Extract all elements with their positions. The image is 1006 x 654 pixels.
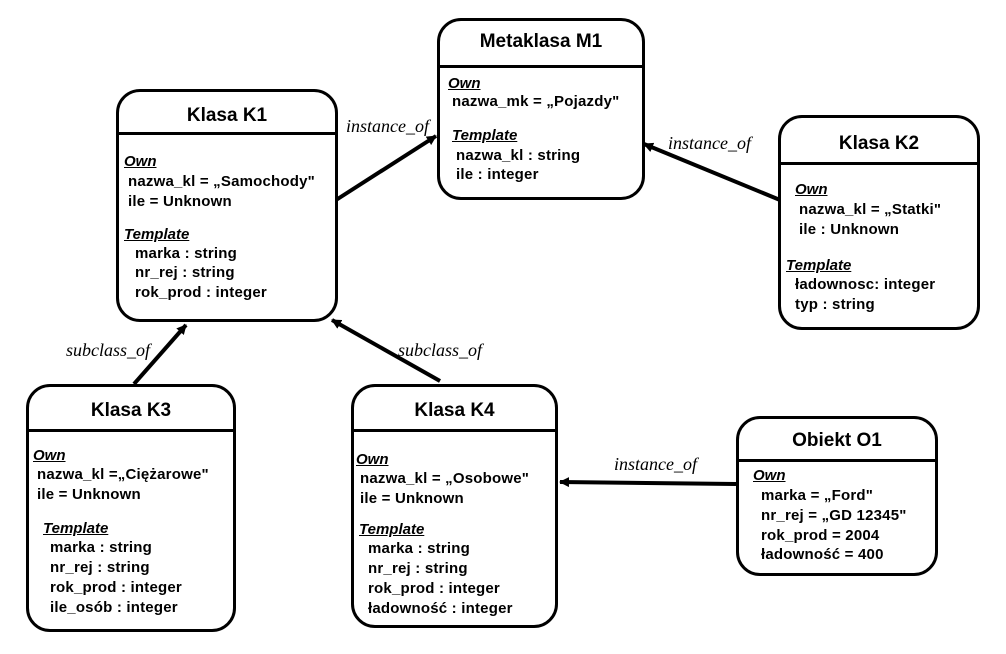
own-attribute: nazwa_kl = „Statki" [799, 201, 942, 218]
node-klasa-k1[interactable]: Klasa K1 Own nazwa_kl = „Samochody" ile … [116, 89, 338, 322]
edge-label-k1-instance-of: instance_of [346, 116, 429, 136]
template-attribute: typ : string [795, 296, 875, 313]
node-title: Klasa K1 [186, 105, 268, 126]
node-title: Obiekt O1 [792, 430, 882, 451]
template-attribute: nr_rej : string [135, 264, 235, 281]
template-attribute: nr_rej : string [368, 560, 468, 577]
own-label: Own [448, 75, 481, 92]
own-attribute: nazwa_kl =„Ciężarowe" [37, 466, 209, 483]
node-divider [739, 459, 935, 462]
node-divider [29, 429, 233, 432]
template-attribute: rok_prod : integer [135, 284, 267, 301]
template-attribute: rok_prod : integer [368, 580, 500, 597]
template-attribute: marka : string [50, 539, 152, 556]
template-label: Template [124, 226, 190, 243]
template-label: Template [359, 521, 425, 538]
edge-label-o1-instance-of: instance_of [614, 454, 697, 474]
own-attribute: nazwa_mk = „Pojazdy" [452, 93, 620, 110]
edge-o1-instance-of-k4 [559, 477, 737, 488]
own-attribute: ile = Unknown [128, 193, 232, 210]
template-attribute: ile_osób : integer [50, 599, 178, 616]
template-attribute: nr_rej : string [50, 559, 150, 576]
own-attribute: nr_rej = „GD 12345" [761, 507, 907, 524]
node-title: Klasa K2 [838, 133, 920, 154]
own-attribute: ile : Unknown [799, 221, 900, 238]
template-attribute: marka : string [368, 540, 470, 557]
node-obiekt-o1[interactable]: Obiekt O1 Own marka = „Ford" nr_rej = „G… [736, 416, 938, 576]
node-klasa-k3[interactable]: Klasa K3 Own nazwa_kl =„Ciężarowe" ile =… [26, 384, 236, 632]
edge-k1-instance-of-m1 [334, 134, 438, 202]
template-attribute: ładowność : integer [368, 600, 513, 617]
template-attribute: nazwa_kl : string [456, 147, 581, 164]
own-attribute: nazwa_kl = „Samochody" [128, 173, 315, 190]
template-attribute: ładownosc: integer [795, 276, 936, 293]
own-attribute: rok_prod = 2004 [761, 527, 880, 544]
node-divider [354, 429, 555, 432]
template-attribute: rok_prod : integer [50, 579, 182, 596]
edge-label-k2-instance-of: instance_of [668, 133, 751, 153]
own-label: Own [33, 447, 66, 464]
own-label: Own [795, 181, 828, 198]
node-divider [119, 132, 335, 135]
node-metaklasa-m1[interactable]: Metaklasa M1 Own nazwa_mk = „Pojazdy" Te… [437, 18, 645, 200]
own-attribute: ile = Unknown [360, 490, 464, 507]
node-title: Klasa K4 [414, 400, 495, 421]
template-label: Template [786, 257, 852, 274]
node-divider [781, 162, 977, 165]
node-klasa-k2[interactable]: Klasa K2 Own nazwa_kl = „Statki" ile : U… [778, 115, 980, 330]
own-attribute: ile = Unknown [37, 486, 141, 503]
node-title: Metaklasa M1 [479, 31, 603, 52]
own-label: Own [124, 153, 157, 170]
node-divider [440, 65, 642, 68]
own-attribute: nazwa_kl = „Osobowe" [360, 470, 530, 487]
node-title: Klasa K3 [90, 400, 172, 421]
template-attribute: marka : string [135, 245, 237, 262]
template-attribute: ile : integer [456, 166, 539, 183]
edge-label-k4-subclass-of: subclass_of [398, 340, 483, 360]
own-attribute: ładowność = 400 [761, 546, 884, 563]
own-attribute: marka = „Ford" [761, 487, 874, 504]
edge-label-k3-subclass-of: subclass_of [66, 340, 151, 360]
node-klasa-k4[interactable]: Klasa K4 Own nazwa_kl = „Osobowe" ile = … [351, 384, 558, 628]
own-label: Own [356, 451, 389, 468]
edge-k3-subclass-of-k1 [132, 323, 188, 386]
template-label: Template [43, 520, 109, 537]
edge-k4-subclass-of-k1 [331, 318, 441, 383]
template-label: Template [452, 127, 518, 144]
edge-k2-instance-of-m1 [643, 142, 781, 202]
own-label: Own [753, 467, 786, 484]
